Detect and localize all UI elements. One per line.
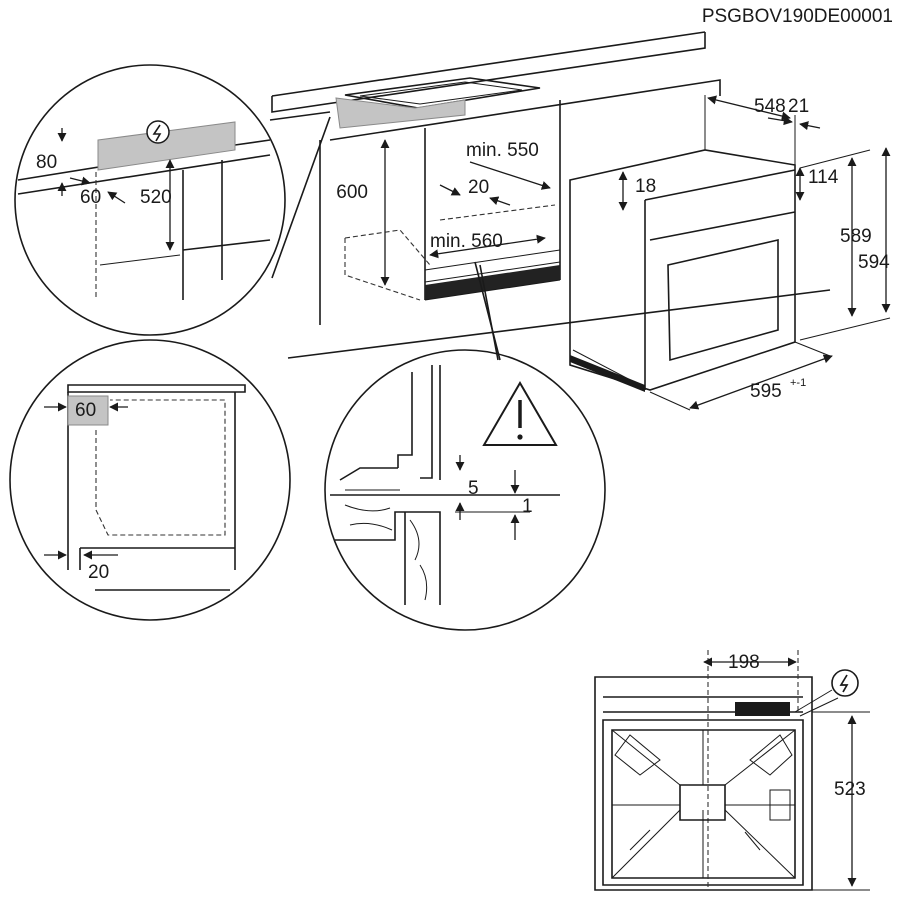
warning-triangle-icon [482,381,558,446]
cabinet-niche: 600 min. 550 20 min. 560 [271,31,831,359]
detail-ml-d2: 20 [88,562,109,583]
oven-height-1-label: 589 [840,226,872,247]
back-width-label: 198 [728,652,760,673]
electric-connection-icon [146,120,170,144]
electrical-zone [335,97,466,129]
detail-mid-center: 5 1 [324,261,606,631]
oven-top-offset-label: 18 [635,176,656,197]
detail-ml-d1: 60 [75,400,96,421]
niche-width-label: min. 560 [430,231,503,252]
back-height-label: 523 [834,779,866,800]
oven-panel-label: 114 [808,167,839,188]
niche-height-label: 600 [336,182,368,203]
detail-tl-d1: 80 [36,152,57,173]
detail-mc-d2: 1 [522,496,533,517]
oven-width-label: 595 [750,381,782,402]
back-view: 198 523 [594,650,870,891]
electric-connection-icon-back [831,669,859,697]
oven-unit: 548 21 18 114 589 594 595 +-1 [569,95,891,411]
oven-depth-label: 548 [754,96,786,117]
electrical-zone-detail [97,121,236,171]
detail-mid-left: 60 20 [9,339,291,621]
detail-mc-d1: 5 [468,478,479,499]
niche-depth-label: min. 550 [466,140,539,161]
oven-front-label: 21 [788,96,809,117]
niche-gap-label: 20 [468,177,489,198]
oven-height-2-label: 594 [858,252,890,273]
document-code: PSGBOV190DE00001 [702,6,893,27]
detail-top-left: 80 520 60 [14,64,331,336]
detail-tl-d3: 520 [140,187,172,208]
detail-tl-d2: 60 [80,187,101,208]
oven-width-tolerance: +-1 [790,377,806,389]
